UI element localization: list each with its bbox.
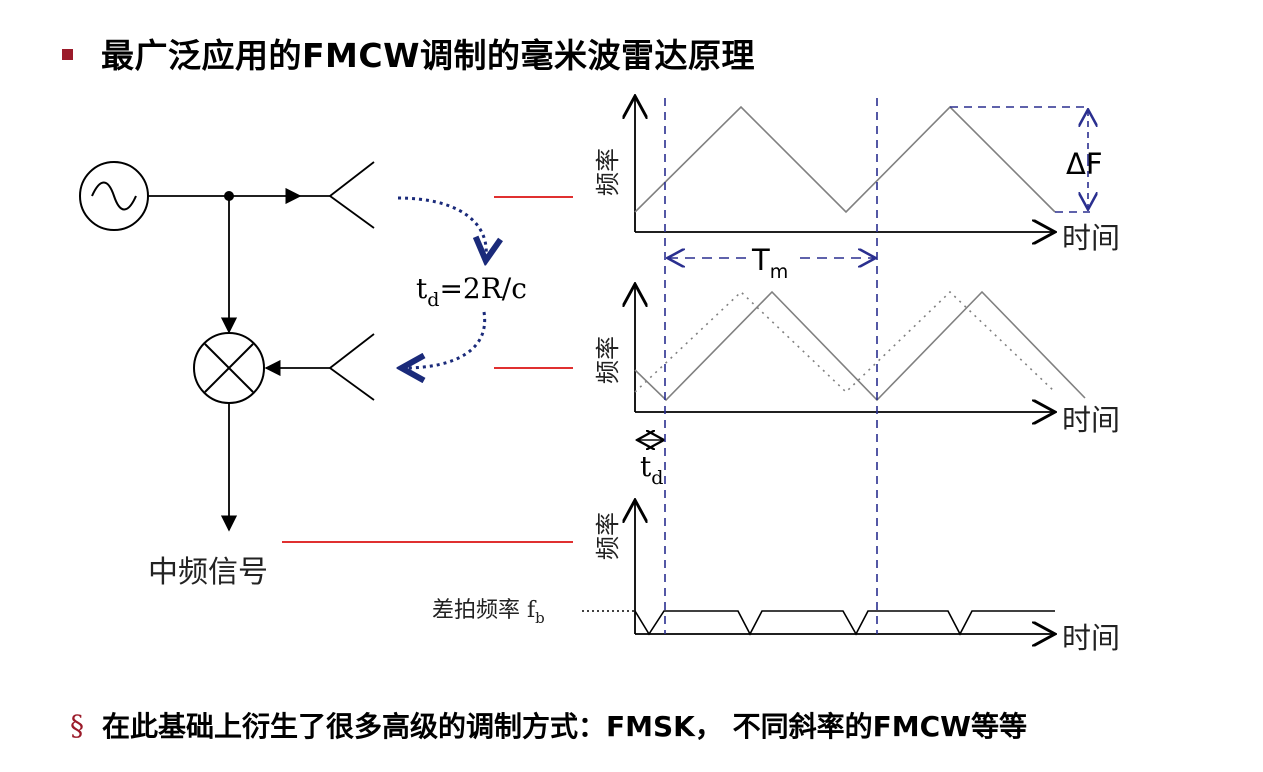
td-label: td xyxy=(640,450,663,489)
oscillator xyxy=(79,161,149,231)
period-marker: Tm xyxy=(669,243,874,283)
title-row: 最广泛应用的FMCW调制的毫米波雷达原理 xyxy=(62,28,755,78)
tx-chirp-plot: 频率 时间 ΔF xyxy=(594,96,1120,255)
rx-chirp-plot: 频率 时间 xyxy=(594,284,1120,437)
mixer-icon xyxy=(193,332,265,404)
beat-plot: 频率 时间 差拍频率 fb xyxy=(432,500,1120,655)
section-mark-icon: § xyxy=(70,708,84,742)
time-axis-label-1: 时间 xyxy=(1062,221,1120,255)
bottom-note: § 在此基础上衍生了很多高级的调制方式：FMSK， 不同斜率的FMCW等等 xyxy=(70,700,1027,750)
page-title: 最广泛应用的FMCW调制的毫米波雷达原理 xyxy=(101,36,755,75)
rx-waveform xyxy=(634,290,1086,402)
freq-axis-label-1: 频率 xyxy=(594,148,622,196)
bandwidth-label: ΔF xyxy=(1066,147,1103,181)
period-label: Tm xyxy=(751,243,788,283)
bottom-note-text: 在此基础上衍生了很多高级的调制方式：FMSK， 不同斜率的FMCW等等 xyxy=(102,710,1028,743)
td-marker: td xyxy=(637,440,664,489)
tx-reference-waveform xyxy=(634,290,1056,394)
time-axis-label-2: 时间 xyxy=(1062,403,1120,437)
tx-antenna-icon xyxy=(329,161,375,229)
tx-waveform xyxy=(634,105,1056,214)
freq-axis-label-2: 频率 xyxy=(594,336,622,384)
time-axis-label-3: 时间 xyxy=(1062,621,1120,655)
rx-antenna-icon xyxy=(329,333,375,401)
if-signal-label: 中频信号 xyxy=(148,555,268,590)
beat-waveform xyxy=(634,610,1055,636)
freq-axis-label-3: 频率 xyxy=(594,512,622,560)
echo-arrow xyxy=(398,196,486,368)
title-bullet xyxy=(62,48,73,60)
beat-frequency-label: 差拍频率 fb xyxy=(432,598,545,627)
delay-formula: td=2R/c xyxy=(416,272,527,311)
